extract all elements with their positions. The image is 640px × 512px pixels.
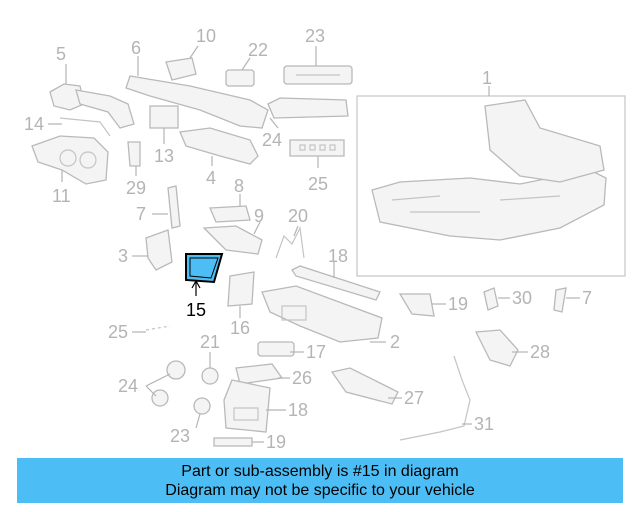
part-23[interactable] <box>193 397 211 415</box>
label-29: 29 <box>126 178 146 198</box>
part-8[interactable] <box>209 205 251 223</box>
label-27: 27 <box>404 388 424 408</box>
part-15[interactable] <box>185 253 224 284</box>
part-10[interactable] <box>165 57 197 81</box>
label-18: 18 <box>288 400 308 420</box>
label-34: 24 <box>262 130 282 150</box>
label-35: 25 <box>308 174 328 194</box>
label-24: 24 <box>118 376 138 396</box>
parts-diagram: 1 5 6 10 22 23 14 11 13 <box>24 26 626 452</box>
part-4[interactable] <box>179 127 259 165</box>
label-10: 10 <box>196 26 216 46</box>
label-28: 28 <box>530 342 550 362</box>
part-26[interactable] <box>235 363 284 385</box>
label-12: 14 <box>24 114 44 134</box>
label-8: 8 <box>234 176 244 196</box>
part-18[interactable] <box>223 379 271 433</box>
label-17: 17 <box>306 342 326 362</box>
part-17[interactable] <box>257 341 295 357</box>
part-5[interactable] <box>49 83 135 129</box>
part-33[interactable] <box>283 65 353 85</box>
banner-line-2: Diagram may not be specific to your vehi… <box>165 481 475 499</box>
part-20[interactable] <box>275 225 305 259</box>
label-30: 30 <box>512 288 532 308</box>
label-7: 7 <box>136 204 146 224</box>
part-35[interactable] <box>289 139 345 157</box>
label-21: 19 <box>448 294 468 314</box>
label-16: 16 <box>230 318 250 338</box>
part-29[interactable] <box>127 141 141 167</box>
part-25[interactable] <box>145 325 171 331</box>
part-14[interactable] <box>291 265 381 301</box>
label-1: 1 <box>482 68 492 88</box>
part-24[interactable] <box>151 360 186 407</box>
part-32[interactable] <box>225 69 255 87</box>
label-11: 11 <box>52 186 71 206</box>
part-19[interactable] <box>213 437 253 447</box>
label-19: 19 <box>266 432 286 452</box>
label-20: 20 <box>288 206 308 226</box>
part-6[interactable] <box>125 75 269 129</box>
label-7-right: 7 <box>582 288 592 308</box>
part-1[interactable] <box>356 95 626 277</box>
label-31: 31 <box>474 414 494 434</box>
label-14: 18 <box>328 246 348 266</box>
label-2: 2 <box>390 332 400 352</box>
part-22[interactable] <box>201 367 219 385</box>
part-7[interactable] <box>167 185 181 229</box>
label-6: 6 <box>131 38 141 58</box>
label-23: 23 <box>170 426 190 446</box>
part-9[interactable] <box>202 225 263 255</box>
part-12[interactable] <box>59 117 111 137</box>
part-30[interactable] <box>483 287 499 311</box>
part-34[interactable] <box>267 97 349 119</box>
part-13[interactable] <box>149 105 179 129</box>
label-13: 13 <box>154 146 174 166</box>
label-25: 25 <box>108 322 128 342</box>
part-2[interactable] <box>261 285 383 343</box>
part-31[interactable] <box>399 355 471 441</box>
label-9: 9 <box>254 206 264 226</box>
label-22: 21 <box>200 332 220 352</box>
label-3: 3 <box>118 246 128 266</box>
label-5: 5 <box>56 44 66 64</box>
info-banner: Part or sub-assembly is #15 in diagram D… <box>17 458 623 503</box>
part-7-right[interactable] <box>553 287 567 313</box>
label-26: 26 <box>292 368 312 388</box>
label-15: 15 <box>186 300 206 320</box>
part-28[interactable] <box>474 329 519 367</box>
part-11[interactable] <box>31 135 109 185</box>
label-4: 4 <box>206 168 216 188</box>
part-16[interactable] <box>227 271 255 307</box>
part-3[interactable] <box>145 229 173 271</box>
label-33: 23 <box>305 26 325 46</box>
label-32: 22 <box>248 40 268 60</box>
banner-line-1: Part or sub-assembly is #15 in diagram <box>181 462 459 480</box>
part-21[interactable] <box>398 293 435 317</box>
